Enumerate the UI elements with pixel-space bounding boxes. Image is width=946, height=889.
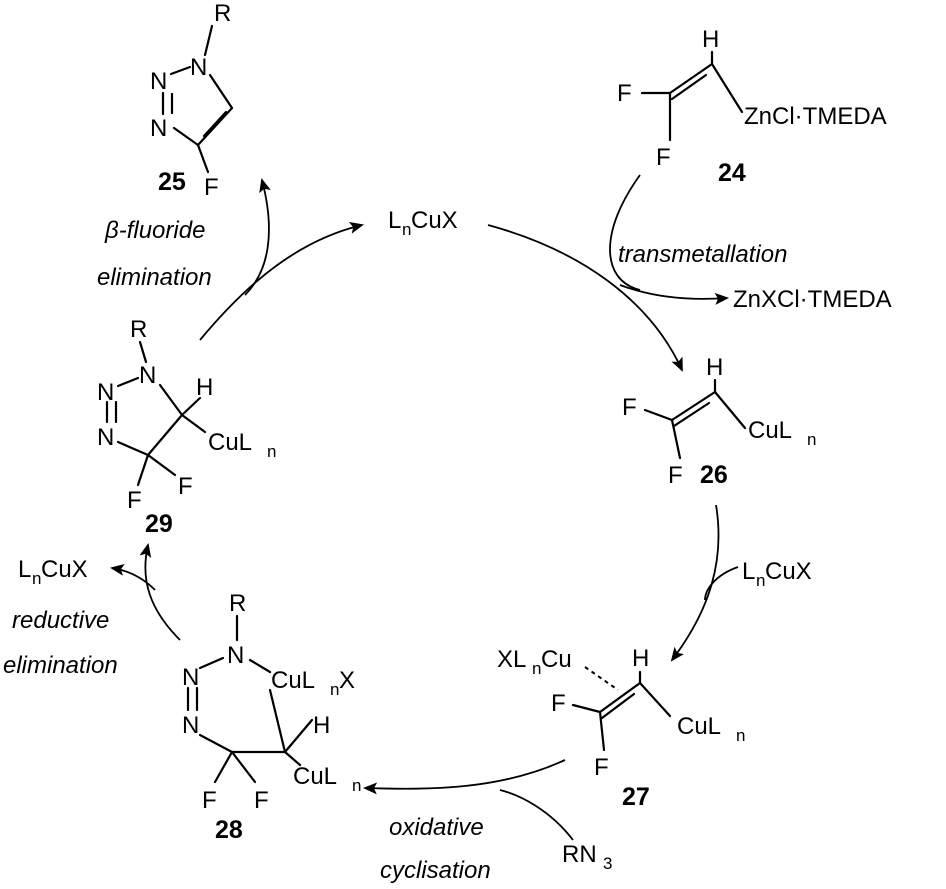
atom-label: RN <box>562 841 597 868</box>
subscript: n <box>807 430 816 449</box>
atom-label: F <box>202 787 217 814</box>
compound-28: R N N N CuL n X H CuL n F F 28 <box>182 590 361 844</box>
step-label-reductive-elimination: reductive <box>12 607 109 634</box>
atom-label: L <box>18 556 31 583</box>
atom-label: CuL <box>748 417 792 444</box>
compound-25: R N N N F 25 <box>150 0 234 201</box>
subscript: 3 <box>603 854 612 873</box>
atom-label: H <box>632 645 649 672</box>
subscript: n <box>756 571 765 590</box>
compound-number: 28 <box>215 816 243 844</box>
subscript: n <box>736 726 745 745</box>
cycle-arrows <box>110 174 739 841</box>
atom-label: F <box>254 787 269 814</box>
atom-label: N <box>150 68 167 95</box>
arrow-to-25 <box>244 178 271 296</box>
atom-label: N <box>227 642 244 669</box>
atom-label: F <box>204 174 219 201</box>
atom-label: N <box>97 424 114 451</box>
arrow-to-lncux <box>199 221 364 341</box>
byproduct-znxcl: ZnXCl·TMEDA <box>733 286 892 313</box>
reagent-azide: RN 3 <box>562 841 612 873</box>
atom-label: L <box>388 207 401 234</box>
catalyst-left: L n CuX <box>18 556 88 588</box>
atom-label: F <box>656 144 671 171</box>
atom-label: Cu <box>541 646 572 673</box>
atom-label: H <box>313 712 330 739</box>
atom-label: CuL <box>293 763 337 790</box>
arrow-znxcl-out <box>619 284 729 305</box>
subscript: n <box>32 569 41 588</box>
atom-label: F <box>551 690 566 717</box>
atom-label: N <box>190 54 207 81</box>
step-label-oxidative-cyclisation: oxidative <box>389 814 484 841</box>
atom-label: F <box>622 394 637 421</box>
atom-label: N <box>150 115 167 142</box>
compound-number: 29 <box>145 510 173 538</box>
atom-label: CuX <box>765 558 812 585</box>
catalyst-top: L n CuX <box>388 207 458 239</box>
atom-label: F <box>178 473 193 500</box>
atom-label: CuL <box>271 667 315 694</box>
subscript: n <box>532 659 541 678</box>
atom-label: CuL <box>677 713 721 740</box>
atom-label: H <box>196 374 213 401</box>
atom-label: R <box>229 590 246 617</box>
step-label-beta-fluoride: β-fluoride <box>104 217 205 244</box>
compound-24: H F F ZnCl·TMEDA 24 <box>617 26 887 187</box>
compound-number: 25 <box>158 168 186 196</box>
arrow-rn3-in <box>499 789 574 841</box>
atom-label: H <box>702 26 719 53</box>
atom-label: F <box>594 754 609 781</box>
compound-number: 27 <box>622 783 650 811</box>
atom-label: CuX <box>411 207 458 234</box>
atom-label: N <box>182 712 199 739</box>
atom-label: N <box>97 379 114 406</box>
atom-label: XL <box>497 646 526 673</box>
step-label-reductive-elimination: elimination <box>3 652 118 679</box>
arrow-to-26 <box>487 224 683 372</box>
atom-label: ZnCl·TMEDA <box>744 103 887 130</box>
step-label-transmetallation: transmetallation <box>618 241 787 268</box>
atom-label: H <box>706 354 723 381</box>
atom-label: X <box>339 667 355 694</box>
arrow-lncux-out <box>110 563 156 591</box>
compound-29: R N N N H CuL n F F 29 <box>97 316 276 538</box>
compound-number: 26 <box>700 461 728 489</box>
atom-label: R <box>130 316 147 343</box>
atom-label: N <box>139 362 156 389</box>
catalyst-right: L n CuX <box>742 558 812 590</box>
step-label-oxidative-cyclisation: cyclisation <box>380 857 491 884</box>
arrow-24-in <box>609 174 641 291</box>
subscript: n <box>402 220 411 239</box>
atom-label: CuX <box>41 556 88 583</box>
atom-label: F <box>668 462 683 489</box>
arrow-lncux-in <box>704 566 739 601</box>
subscript: n <box>352 776 361 795</box>
arrow-to-27 <box>670 504 720 662</box>
step-label-beta-fluoride: elimination <box>97 264 212 291</box>
atom-label: R <box>214 0 231 27</box>
atom-label: CuL <box>208 429 252 456</box>
arrow-to-28 <box>363 759 566 795</box>
compound-number: 24 <box>718 159 746 187</box>
atom-label: F <box>127 487 142 514</box>
arrow-to-29 <box>139 543 181 641</box>
atom-label: F <box>617 80 632 107</box>
atom-label: N <box>182 664 199 691</box>
subscript: n <box>330 680 339 699</box>
atom-label: L <box>742 558 755 585</box>
compound-27: XL n Cu H F F CuL n 27 <box>497 645 745 811</box>
compound-26: H F F CuL n 26 <box>622 354 816 489</box>
subscript: n <box>267 442 276 461</box>
